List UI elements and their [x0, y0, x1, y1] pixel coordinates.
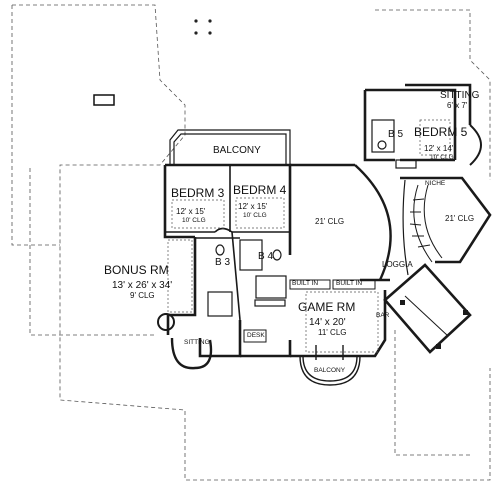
column	[157, 313, 175, 331]
curved-gallery-wall	[354, 164, 392, 281]
balcony-top-label: BALCONY	[213, 145, 261, 156]
bonus-dims: 13' x 26' x 34'	[112, 280, 173, 291]
balcony-bottom	[299, 345, 361, 386]
bath3-label: B 3	[215, 257, 231, 268]
desk-label: DESK	[247, 332, 265, 339]
balcony-top	[169, 129, 291, 165]
sitting-bay-right	[469, 124, 482, 166]
skylights	[194, 19, 212, 35]
sitting-lower-label: SITTING	[184, 339, 210, 346]
spiral-stair	[409, 184, 443, 263]
roof-outline	[11, 4, 491, 481]
built-ins	[243, 279, 376, 343]
bonus-name: BONUS RM	[104, 263, 169, 277]
bedrm5-dims: 12' x 14'	[424, 144, 454, 153]
bar-label: BAR	[376, 312, 390, 319]
built-in-2-label: BUILT IN	[336, 280, 363, 287]
roof-vent	[93, 94, 115, 106]
bedrm3-dims: 12' x 15'	[176, 207, 206, 216]
bath4-label: B 4	[258, 251, 274, 262]
loggia-label: LOGGIA	[382, 260, 413, 269]
bedrm3-clg: 10' CLG	[182, 217, 206, 224]
sitting-upper-dims: 6' x 7'	[447, 101, 468, 110]
bedrm4-dims: 12' x 15'	[238, 202, 268, 211]
bath-fixtures	[207, 119, 417, 317]
bedrm3-name: BEDRM 3	[171, 186, 225, 200]
closets	[167, 119, 451, 353]
balcony-bottom-label: BALCONY	[314, 367, 346, 374]
clg21-right-label: 21' CLG	[445, 214, 475, 223]
bedrm5-clg: 10' CLG	[430, 154, 454, 161]
bath5-label: B 5	[388, 129, 404, 140]
bedrm4-clg: 10' CLG	[243, 212, 267, 219]
wing-divider	[404, 295, 449, 337]
niche-label: NICHE	[425, 180, 446, 187]
bedrm4-name: BEDRM 4	[233, 183, 287, 197]
bedroom-partitions	[165, 165, 290, 321]
bonus-clg: 9' CLG	[130, 291, 155, 300]
right-wing-posts	[400, 300, 468, 349]
game-dims: 14' x 20'	[309, 317, 346, 328]
loggia-rail	[402, 179, 409, 276]
game-clg: 11' CLG	[318, 328, 347, 337]
game-name: GAME RM	[298, 300, 356, 314]
built-in-1-label: BUILT IN	[292, 280, 319, 287]
sitting-bay	[170, 337, 213, 370]
bedrm5-name: BEDRM 5	[414, 125, 468, 139]
clg21-left-label: 21' CLG	[315, 217, 345, 226]
sitting-upper-name: SITTING	[440, 90, 480, 101]
